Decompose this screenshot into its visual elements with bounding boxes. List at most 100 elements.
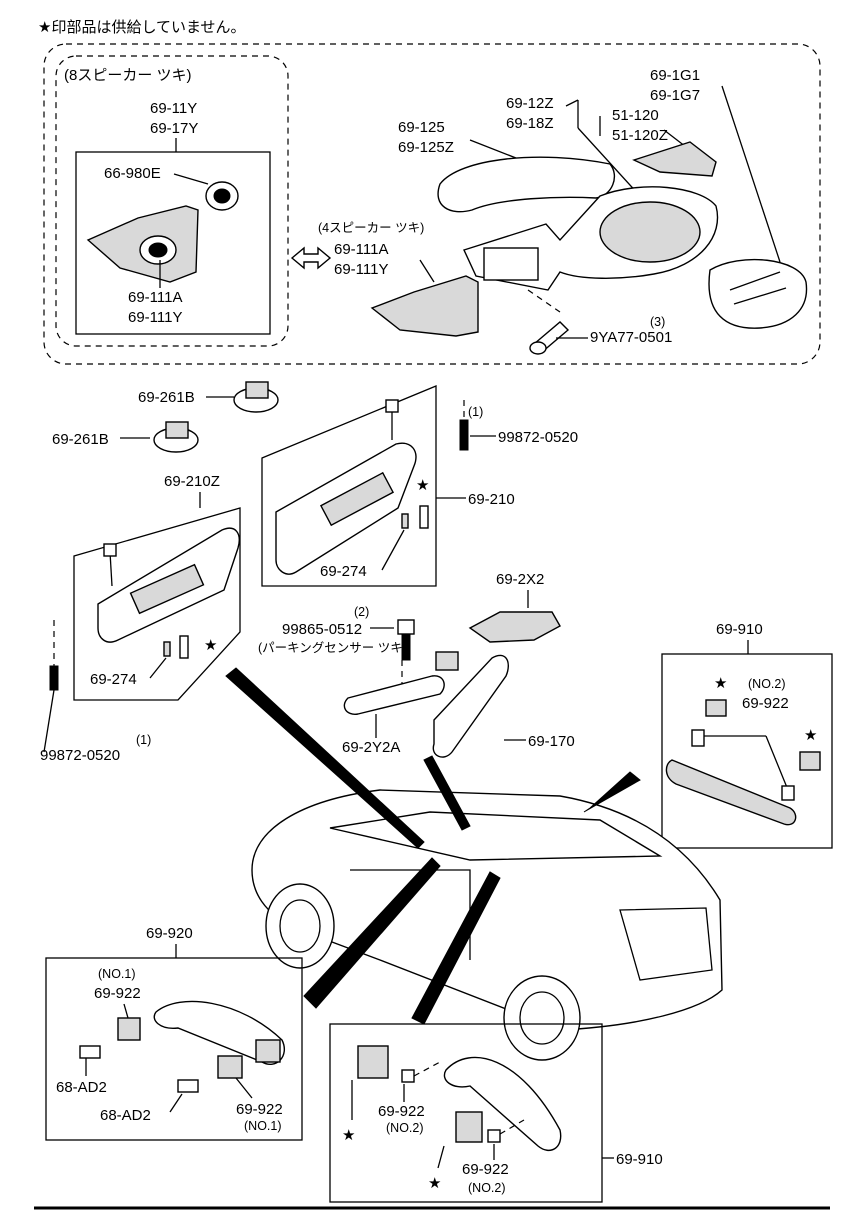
assist-grip-side-box [329,1023,603,1203]
label-68-AD2-b: 68-AD2 [100,1107,151,1124]
star-mark-d: ★ [804,727,817,744]
mirror-garnish-8sp-icon [86,205,199,283]
label-qty-1-b: (1) [136,733,151,747]
label-69-1G1: 69-1G1 [650,67,700,84]
label-no2-a: (NO.2) [748,677,786,691]
visor-pin-icon-a [401,513,409,529]
sun-visor-right-icon [275,399,417,575]
assist-grip-side-icon [443,1056,562,1151]
supply-note: ★印部品は供給していません。 [38,19,246,36]
star-mark-b: ★ [204,637,217,654]
label-no2-b: (NO.2) [386,1121,424,1135]
label-69-17Y: 69-17Y [150,120,198,137]
bolt-icon [529,321,570,355]
label-69-111A-a: 69-111A [128,289,183,306]
assist-grip-front-box [45,957,303,1141]
label-69-910-b: 69-910 [616,1151,663,1168]
mirror-cover-icon [437,156,615,213]
label-69-111Y-a: 69-111Y [128,309,183,326]
visor-pin-icon-b [163,641,171,657]
label-68-AD2-a: 68-AD2 [56,1079,107,1096]
grip-clip-icon-e [357,1045,389,1079]
grip-clip-icon-a [705,699,727,717]
label-69-2X2: 69-2X2 [496,571,544,588]
mirror-garnish-4sp-icon [370,275,479,337]
rearview-mirror-icon [432,651,510,758]
label-69-261B-b: 69-261B [52,431,109,448]
label-69-111Y-b: 69-111Y [334,261,389,278]
grip-pin-icon-d [177,1079,199,1093]
mirror-glass-icon [708,258,808,329]
leader-wedge-visor [225,667,425,849]
visor-clip-icon-a [419,505,429,529]
assist-grip-rear-box [661,653,833,849]
screw-icon-b [49,665,59,691]
speaker-icon [205,181,239,211]
grip-pin-icon-a [691,729,705,747]
grip-pin-icon-f [487,1129,501,1143]
assist-grip-rear-icon [665,759,797,826]
label-69-125Z: 69-125Z [398,139,454,156]
label-69-920: 69-920 [146,925,193,942]
label-69-922-b: 69-922 [94,985,141,1002]
grip-pin-icon-b [781,785,795,801]
label-69-922-a: 69-922 [742,695,789,712]
label-99872-0520-a: 99872-0520 [498,429,578,446]
label-69-274-a: 69-274 [320,563,367,580]
label-qty-3: (3) [650,315,665,329]
label-69-111A-b: 69-111A [334,241,389,258]
label-9YA77-0501: 9YA77-0501 [590,329,672,346]
star-mark-a: ★ [416,477,429,494]
leader-wedge-side-grip [411,871,501,1025]
leader-wedge-rear-grip [583,771,641,813]
sun-visor-left-icon [97,527,240,643]
grip-clip-icon-b [799,751,821,771]
label-69-910-a: 69-910 [716,621,763,638]
overhead-console-icon [468,611,561,643]
label-no1-a: (NO.1) [98,967,136,981]
visor-left-box [73,507,241,701]
star-mark-c: ★ [714,675,727,692]
label-66-980E: 66-980E [104,165,161,182]
label-69-125: 69-125 [398,119,445,136]
label-69-170: 69-170 [528,733,575,750]
grip-clip-icon-d [217,1055,243,1079]
screw-icon-a [459,419,469,451]
label-qty-1-a: (1) [468,405,483,419]
grip-pin-icon-e [401,1069,415,1083]
mirror-group-outline [43,43,821,365]
grip-clip-icon-f [455,1111,483,1143]
mirror-cover-bracket-icon [343,675,445,715]
speaker8-group-outline [55,55,289,347]
label-69-11Y: 69-11Y [150,100,197,117]
label-99865-0512: 99865-0512 [282,621,362,638]
label-51-120Z: 51-120Z [612,127,668,144]
label-51-120: 51-120 [612,107,659,124]
speaker8-heading: (8スピーカー ツキ) [64,67,192,84]
label-69-1G7: 69-1G7 [650,87,700,104]
grip-pin-icon-c [79,1045,101,1059]
screw-icon-c [397,619,415,661]
leader-wedge-front-grip [303,857,441,1009]
label-69-261B-a: 69-261B [138,389,195,406]
label-69-274-b: 69-274 [90,671,137,688]
visor-clip-icon-b [179,635,189,659]
tweeter-box [75,151,271,335]
double-arrow-icon [290,246,332,270]
star-mark-e: ★ [342,1127,355,1144]
label-no2-c: (NO.2) [468,1181,506,1195]
label-parking-sensor: (パーキングセンサー ツキ) [258,641,407,655]
label-69-210: 69-210 [468,491,515,508]
star-mark-f: ★ [428,1175,441,1192]
speaker4-heading: (4スピーカー ツキ) [318,221,424,235]
label-69-12Z: 69-12Z [506,95,554,112]
label-no1-b: (NO.1) [244,1119,282,1133]
visor-holder-icon-a [233,381,279,413]
label-99872-0520-b: 99872-0520 [40,747,120,764]
car-body-icon [251,789,723,1061]
turn-lamp-icon [632,141,717,177]
label-69-2Y2A: 69-2Y2A [342,739,400,756]
label-69-210Z: 69-210Z [164,473,220,490]
